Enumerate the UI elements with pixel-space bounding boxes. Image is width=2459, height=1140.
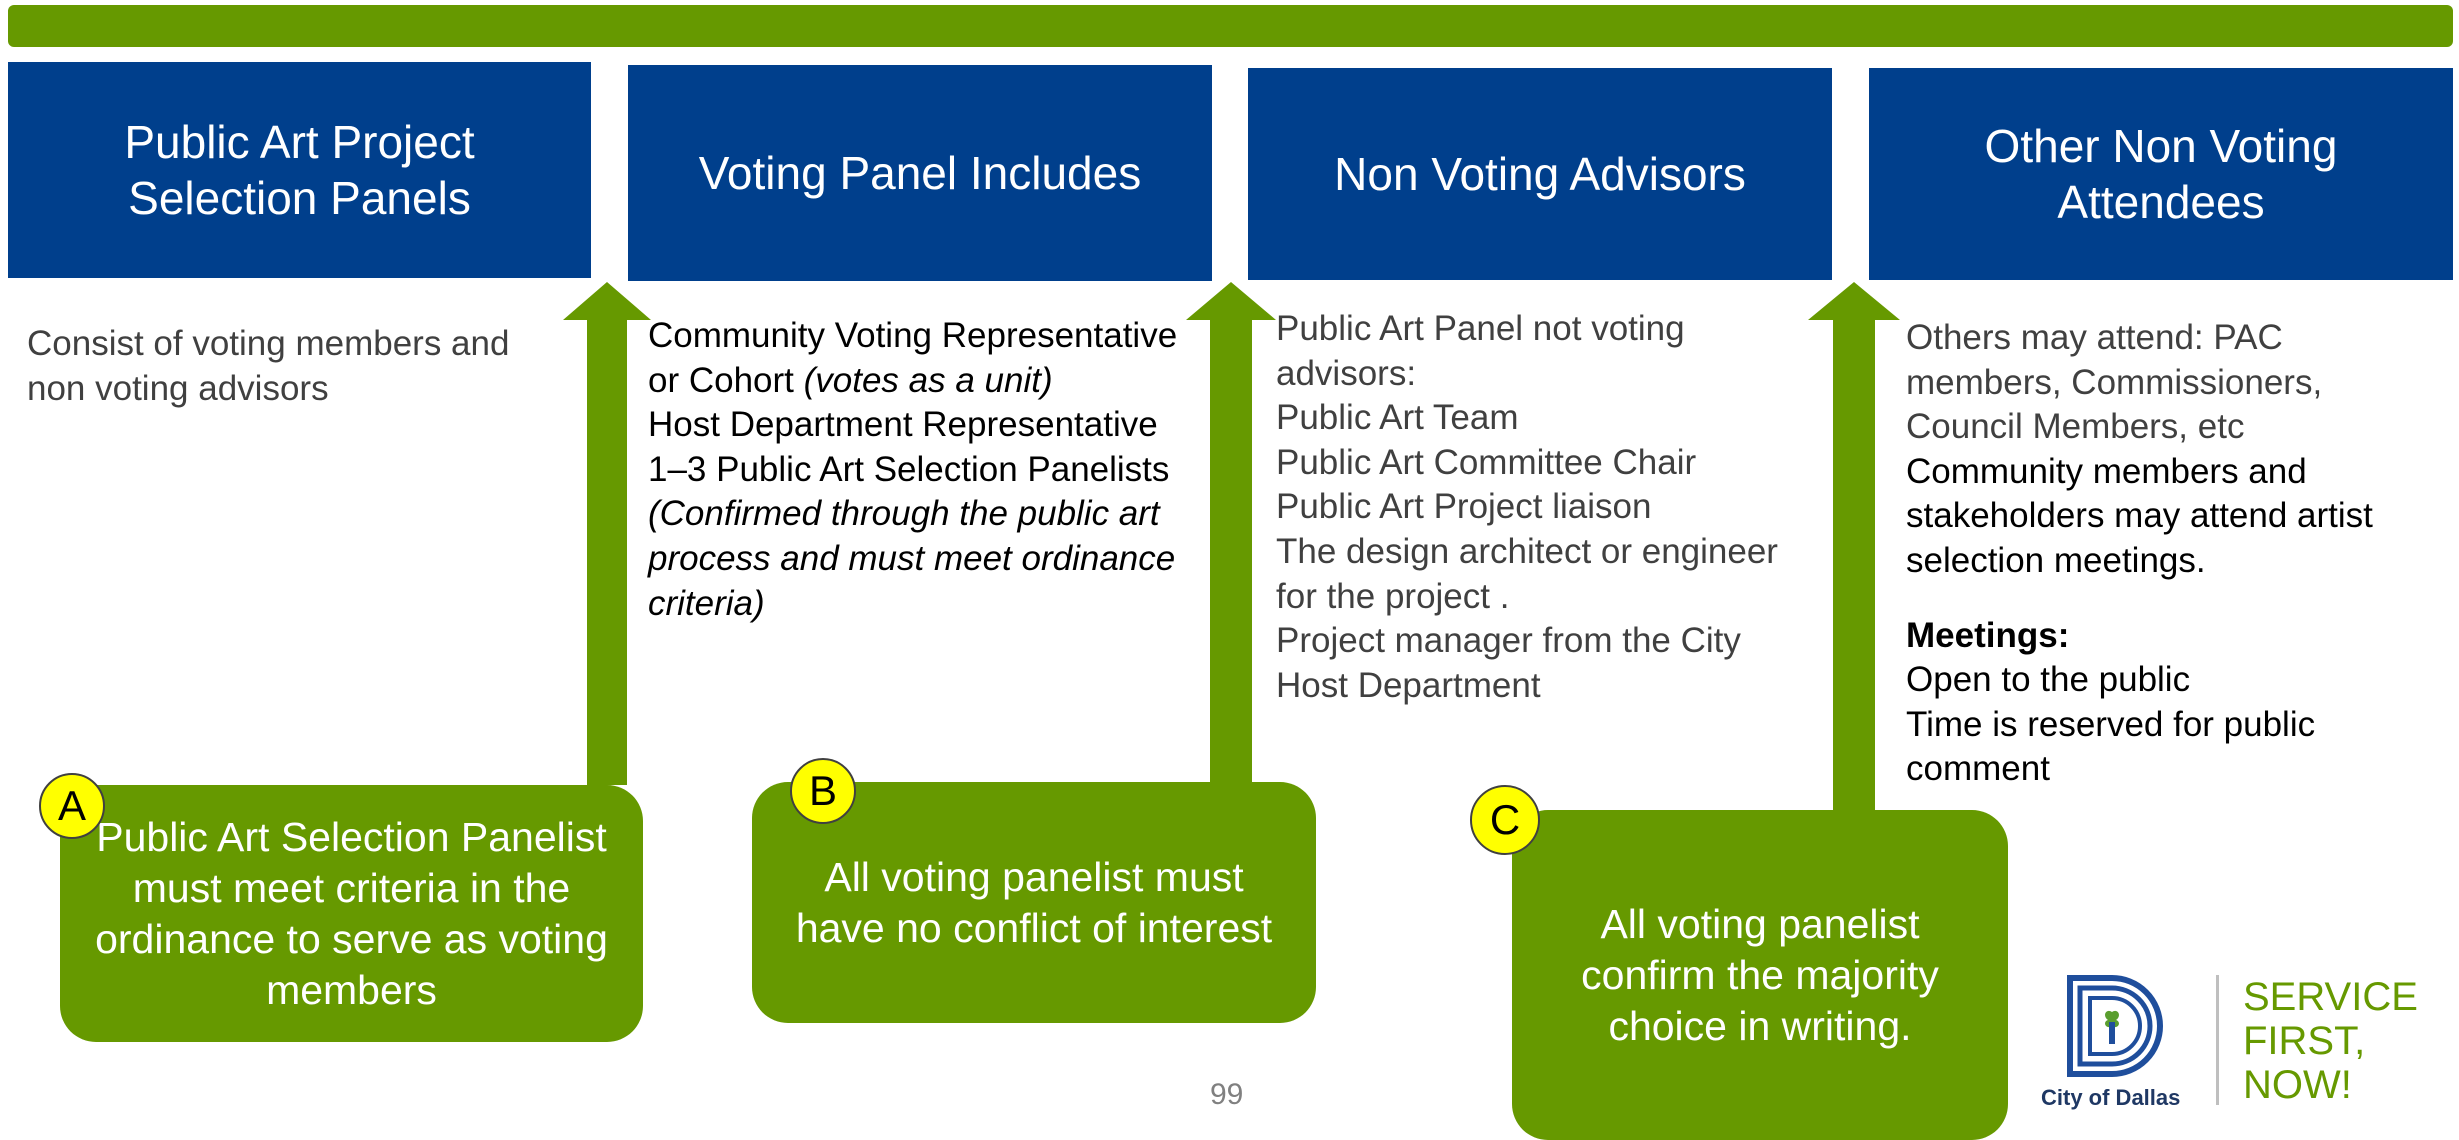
logo-divider <box>2216 975 2219 1105</box>
badge-c: C <box>1470 785 1540 855</box>
callout-c-text: All voting panelist confirm the majority… <box>1581 900 1939 1049</box>
voting-member-panelists-note: (Confirmed through the public art proces… <box>648 492 1208 626</box>
meetings-heading: Meetings: <box>1906 615 2070 655</box>
arrow-up-1 <box>563 282 651 785</box>
meetings-open: Open to the public <box>1906 660 2191 700</box>
callout-c: All voting panelist confirm the majority… <box>1512 810 2008 1140</box>
arrow-up-2 <box>1186 282 1276 785</box>
callout-a-text: Public Art Selection Panelist must meet … <box>95 813 608 1013</box>
panelists-note-text: (Confirmed through the public art proces… <box>648 494 1176 623</box>
others-may-attend: Others may attend: PAC members, Commissi… <box>1906 318 2323 447</box>
advisor-line: Public Art Panel not voting advisors: <box>1276 309 1685 393</box>
advisor-line: Public Art Project liaison <box>1276 487 1652 527</box>
voting-member-host: Host Department Representative <box>648 405 1158 445</box>
slogan: SERVICE FIRST, NOW! <box>2243 975 2418 1107</box>
header-non-voting-advisors: Non Voting Advisors <box>1248 68 1832 280</box>
badge-a: A <box>39 773 105 839</box>
header-non-voting-advisors-label: Non Voting Advisors <box>1334 148 1746 200</box>
page-number: 99 <box>1210 1078 1244 1111</box>
advisor-line: Public Art Team <box>1276 398 1519 438</box>
slogan-line: FIRST, <box>2243 1019 2366 1063</box>
voting-member-community: Community Voting Representative or Cohor… <box>648 314 1208 403</box>
top-accent-bar <box>8 5 2453 47</box>
slogan-line: SERVICE <box>2243 975 2418 1019</box>
header-voting-panel: Voting Panel Includes <box>628 65 1212 281</box>
header-other-attendees: Other Non Voting Attendees <box>1869 68 2453 280</box>
column1-description: Consist of voting members and non voting… <box>27 322 567 411</box>
city-of-dallas-label: City of Dallas <box>2041 1085 2181 1110</box>
callout-a: Public Art Selection Panelist must meet … <box>60 785 643 1042</box>
column1-text: Consist of voting members and non voting… <box>27 324 510 408</box>
slogan-line: NOW! <box>2243 1063 2352 1107</box>
advisor-line: The design architect or engineer for the… <box>1276 531 1778 616</box>
community-rep-note: (votes as a unit) <box>803 360 1053 400</box>
community-may-attend: Community members and stakeholders may a… <box>1906 451 2373 580</box>
column2-voting-members: Community Voting Representative or Cohor… <box>648 314 1208 626</box>
advisor-line: Project manager from the City Host Depar… <box>1276 621 1741 705</box>
badge-b: B <box>790 758 856 824</box>
badge-a-label: A <box>57 782 86 829</box>
header-other-attendees-label: Other Non Voting Attendees <box>1984 120 2338 228</box>
community-rep-text: Community Voting Representative or Cohor… <box>648 316 1178 400</box>
meetings-comment: Time is reserved for public comment <box>1906 704 2316 789</box>
badge-c-label: C <box>1489 796 1521 843</box>
column4-attendees: Others may attend: PAC members, Commissi… <box>1906 316 2436 792</box>
column3-advisor-list: Public Art Panel not voting advisors: Pu… <box>1276 307 1816 708</box>
voting-member-panelists: 1–3 Public Art Selection Panelists <box>648 449 1170 489</box>
callout-b: All voting panelist must have no conflic… <box>752 782 1316 1023</box>
header-selection-panels: Public Art Project Selection Panels <box>8 62 591 278</box>
spacer <box>1906 584 2436 614</box>
callout-b-text: All voting panelist must have no conflic… <box>795 853 1273 951</box>
header-selection-panels-label: Public Art Project Selection Panels <box>124 116 475 224</box>
badge-b-label: B <box>808 767 837 814</box>
city-of-dallas-logo-icon <box>2067 975 2163 1077</box>
advisor-line: Public Art Committee Chair <box>1276 442 1697 482</box>
arrow-up-3 <box>1808 282 1900 810</box>
header-voting-panel-label: Voting Panel Includes <box>698 147 1142 199</box>
